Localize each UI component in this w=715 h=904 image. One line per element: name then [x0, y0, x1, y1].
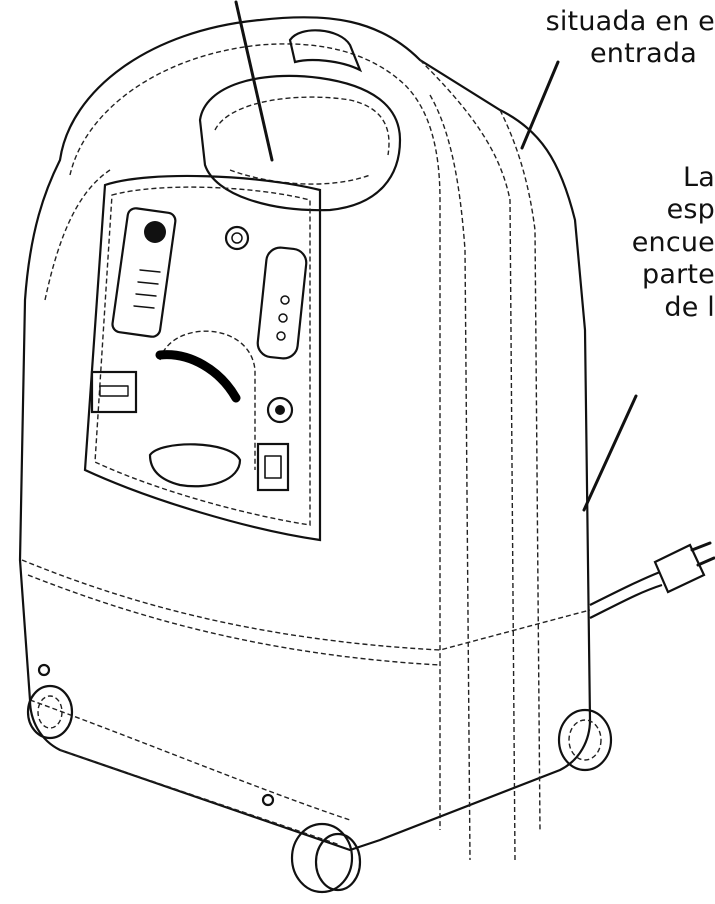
top-handle — [198, 29, 402, 212]
leader-line-top-right — [520, 60, 560, 150]
circuit-breaker — [266, 396, 294, 424]
callout-right-middle-line2: esp — [666, 194, 715, 226]
oxygen-hose — [155, 350, 241, 403]
callout-top-right-line2: entrada — [589, 38, 697, 70]
humidifier-fitting — [224, 225, 250, 251]
leader-line-right — [582, 394, 638, 512]
callout-top-right: situada en e entrada — [520, 6, 715, 71]
flowmeter — [111, 207, 177, 338]
power-plug-icon — [653, 541, 715, 594]
power-cord — [589, 541, 715, 619]
concentrator-body — [18, 16, 592, 861]
callout-right-middle: La esp encue parte de l — [560, 162, 715, 324]
flowmeter-knob — [144, 221, 166, 243]
caster-wheels — [26, 663, 613, 894]
callout-right-middle-line5: de l — [664, 291, 715, 323]
callout-right-middle-line4: parte — [642, 259, 715, 291]
power-switch — [256, 442, 290, 492]
front-left-wheel — [26, 684, 74, 740]
control-panel — [83, 174, 322, 542]
indicator-panel — [256, 246, 308, 360]
callout-top-right-line1: situada en e — [545, 6, 715, 37]
front-center-wheel — [290, 822, 362, 894]
leader-line-top — [234, 0, 274, 162]
rear-right-wheel — [557, 708, 613, 772]
hour-meter — [90, 370, 138, 414]
callout-right-middle-line3: encue — [631, 226, 715, 258]
callout-right-middle-line1: La — [683, 162, 715, 193]
